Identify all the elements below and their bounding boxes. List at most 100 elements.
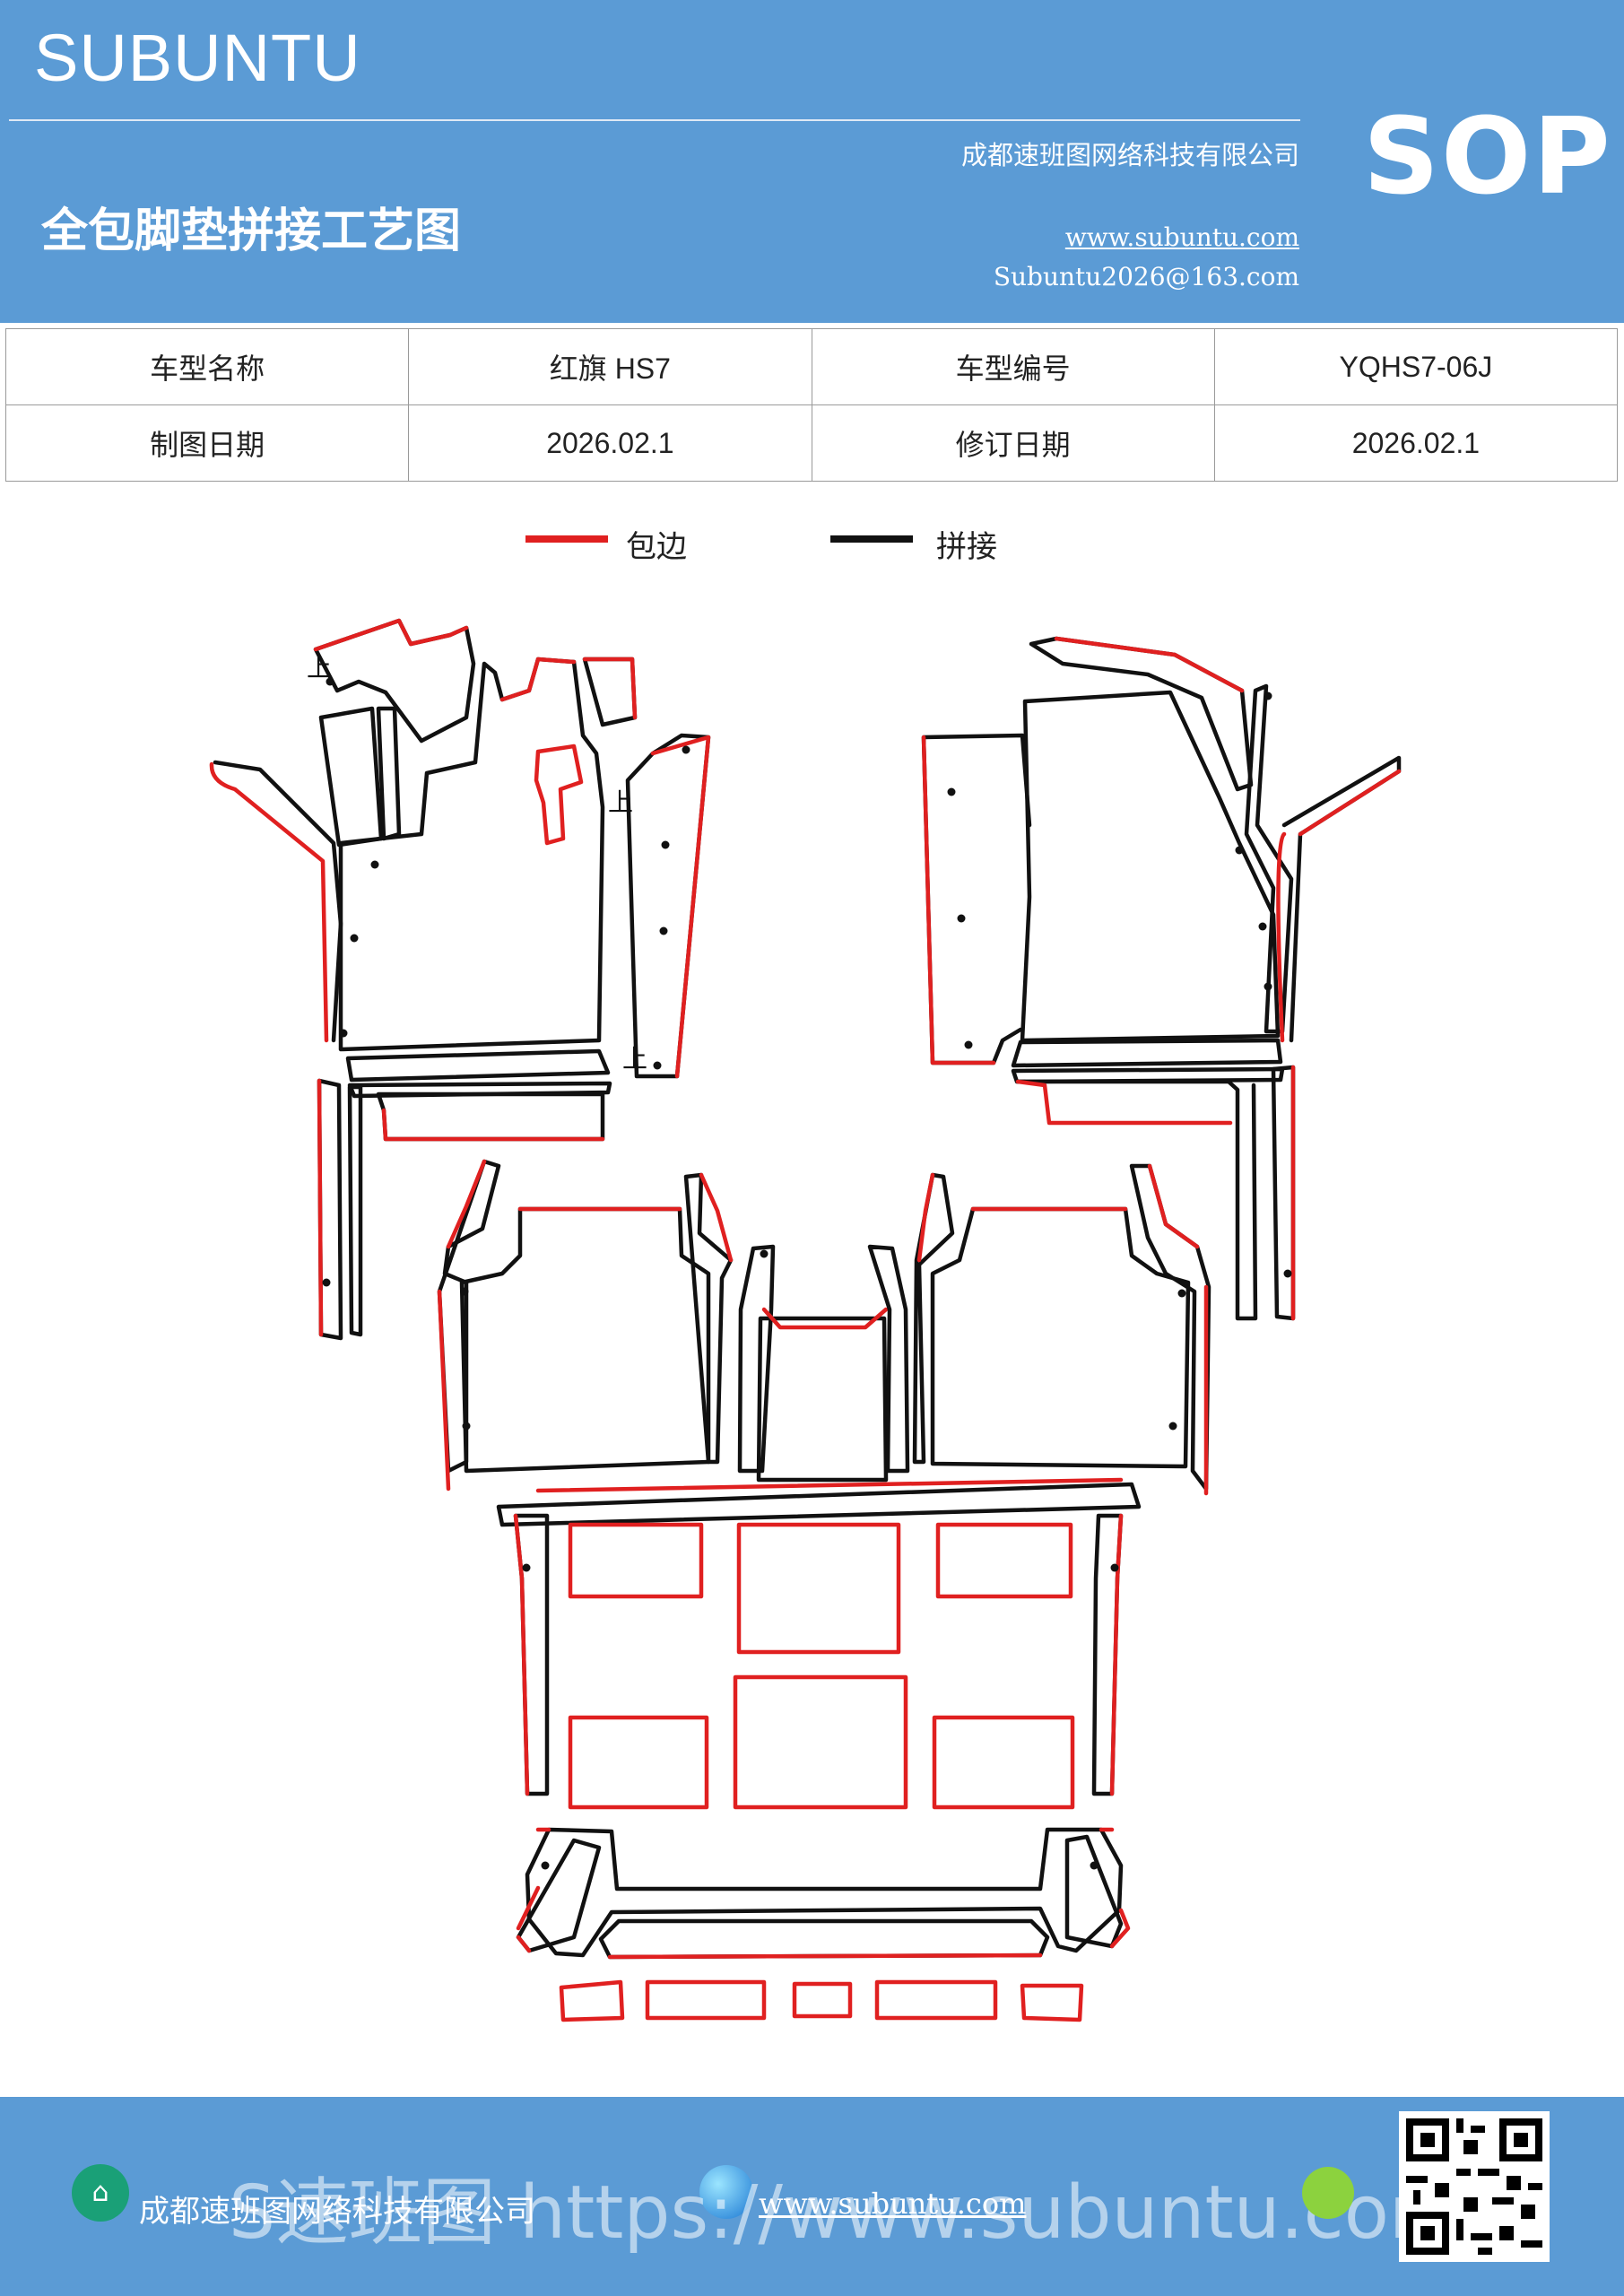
- rear-lower-right-cutout: [932, 1715, 1075, 1810]
- rear-left-cutout: [568, 1522, 704, 1599]
- rear-right-cutout: [935, 1522, 1073, 1599]
- second-row-right-center-strip: [912, 1172, 955, 1465]
- second-row-left-mat: [459, 1206, 711, 1474]
- website-link[interactable]: www.subuntu.com: [1064, 222, 1299, 252]
- company-name: 成都速班图网络科技有限公司: [960, 140, 1299, 170]
- tunnel-top-edge: [761, 1307, 889, 1330]
- model-name-label: 车型名称: [4, 328, 410, 405]
- up-markers: 上 上 上: [307, 653, 647, 1074]
- second-row-right-mat: [930, 1206, 1191, 1469]
- front-right-bottom-thin: [1011, 1066, 1285, 1084]
- front-right-side-join: [921, 733, 1032, 1065]
- edge-line-swatch: [525, 535, 608, 543]
- footrest-join: [582, 657, 638, 727]
- front-right-top-edge: [1054, 636, 1245, 693]
- legend-join-label: 拼接: [936, 529, 997, 565]
- model-code-value: YQHS7-06J: [1213, 328, 1619, 405]
- header-banner: SUBUNTU 成都速班图网络科技有限公司 全包脚垫拼接工艺图 www.subu…: [0, 0, 1624, 323]
- qr-code[interactable]: [1399, 2111, 1550, 2262]
- front-left-mat-group: [209, 618, 711, 1341]
- front-left-bracket-join: [376, 1091, 605, 1142]
- up-marker: 上: [622, 1044, 647, 1074]
- second-row-left-center-edge: [699, 1172, 734, 1263]
- rear-center-cutout: [736, 1522, 901, 1655]
- model-code-label: 车型编号: [811, 328, 1215, 405]
- tunnel-right-strip: [867, 1244, 910, 1474]
- legend-join: 拼接: [830, 522, 1010, 576]
- front-right-top-strip: [1029, 636, 1254, 792]
- second-row-bottom-bar: [496, 1482, 1142, 1527]
- rear-lower-center-cutout: [733, 1674, 908, 1810]
- rear-left-side-edge: [513, 1513, 530, 1796]
- front-right-bottom-bar: [1011, 1038, 1283, 1068]
- revise-date-value: 2026.02.1: [1213, 404, 1619, 482]
- contact-email[interactable]: Subuntu2026@163.com: [993, 262, 1299, 291]
- rear-pad-4: [874, 1979, 998, 2021]
- fastener-dots: [322, 677, 1292, 1870]
- rear-trim-strip: [598, 1918, 1050, 1960]
- front-right-main-mat: [1020, 690, 1281, 1043]
- globe-icon: [699, 2165, 753, 2219]
- rear-bottom-join: [525, 1827, 1124, 1958]
- front-right-side-edge: [921, 735, 996, 1065]
- second-row-right-outer-join: [1129, 1163, 1211, 1492]
- footer-website-link[interactable]: www.subuntu.com: [759, 2187, 1027, 2221]
- rear-mat-group: [513, 1513, 1131, 2022]
- upper-corner-edge: [313, 618, 469, 652]
- front-left-notch-edge: [499, 657, 577, 702]
- rear-trim-edge: [607, 1952, 1043, 1960]
- rear-pad-5: [1020, 1983, 1084, 2022]
- up-marker: 上: [307, 653, 332, 683]
- left-fill-strip: [376, 706, 402, 841]
- wechat-icon: [1302, 2167, 1354, 2219]
- tunnel-center-piece: [756, 1316, 889, 1483]
- rear-left-curve: [516, 1838, 602, 1953]
- front-left-bracket-edge: [381, 1108, 605, 1142]
- front-left-sill-edge: [650, 735, 711, 1079]
- front-right-sill: [1244, 683, 1294, 1034]
- front-right-vertical-strip: [1271, 1065, 1296, 1321]
- rear-pad-3: [792, 1981, 853, 2019]
- front-right-mat-group: [921, 636, 1402, 1321]
- draw-date-value: 2026.02.1: [408, 404, 812, 482]
- legend-edge: 包边: [525, 522, 705, 576]
- pedal-cutout-edge: [534, 744, 584, 846]
- front-left-vertical-edge-1: [317, 1078, 324, 1337]
- second-row-bottom-edge: [535, 1477, 1124, 1493]
- rear-pad-1: [559, 1979, 625, 2022]
- table-row: 车型名称 红旗 HS7 车型编号 YQHS7-06J: [4, 328, 1619, 405]
- model-name-value: 红旗 HS7: [408, 328, 812, 405]
- brand-logo: SUBUNTU: [34, 21, 361, 95]
- join-line-swatch: [830, 535, 913, 543]
- rear-lower-left-cutout: [568, 1715, 709, 1810]
- building-icon: ⌂: [72, 2164, 129, 2222]
- front-left-bottom-thin: [347, 1081, 612, 1099]
- left-side-strip-join: [213, 760, 343, 1043]
- front-left-bottom-bar: [345, 1048, 611, 1083]
- footer-watermark: S速班图 https://www.subuntu.com: [229, 2170, 1461, 2256]
- document-title: 全包脚垫拼接工艺图: [41, 204, 462, 258]
- left-fill-panel: [318, 706, 384, 848]
- front-right-outer-join: [1281, 755, 1402, 1043]
- second-row-mat-group: [437, 1159, 1211, 1527]
- rear-left-curve-edge: [516, 1885, 541, 1953]
- footer-company-name: 成都速班图网络科技有限公司: [139, 2194, 535, 2230]
- front-left-vertical-strip-2: [347, 1084, 363, 1337]
- footrest-edge: [582, 657, 638, 720]
- second-row-right-outer-edge: [1147, 1163, 1209, 1496]
- second-row-left-center-strip: [683, 1172, 734, 1465]
- left-side-strip-edge: [209, 761, 329, 1043]
- revise-date-label: 修订日期: [811, 404, 1215, 482]
- rear-right-side-edge: [1109, 1513, 1124, 1796]
- up-marker: 上: [608, 787, 633, 817]
- draw-date-label: 制图日期: [4, 404, 410, 482]
- header-divider: [9, 119, 1300, 121]
- footer-banner: ⌂ 成都速班图网络科技有限公司 www.subuntu.com S速班图 htt…: [0, 2097, 1624, 2296]
- table-row: 制图日期 2026.02.1 修订日期 2026.02.1: [4, 404, 1619, 482]
- rear-right-curve-edge: [1109, 1908, 1131, 1949]
- tunnel-left-strip: [737, 1244, 776, 1474]
- second-row-right-center-edge: [916, 1172, 935, 1263]
- front-right-lower-bracket: [1015, 1079, 1258, 1321]
- vehicle-info-table: 车型名称 红旗 HS7 车型编号 YQHS7-06J 制图日期 2026.02.…: [4, 328, 1619, 482]
